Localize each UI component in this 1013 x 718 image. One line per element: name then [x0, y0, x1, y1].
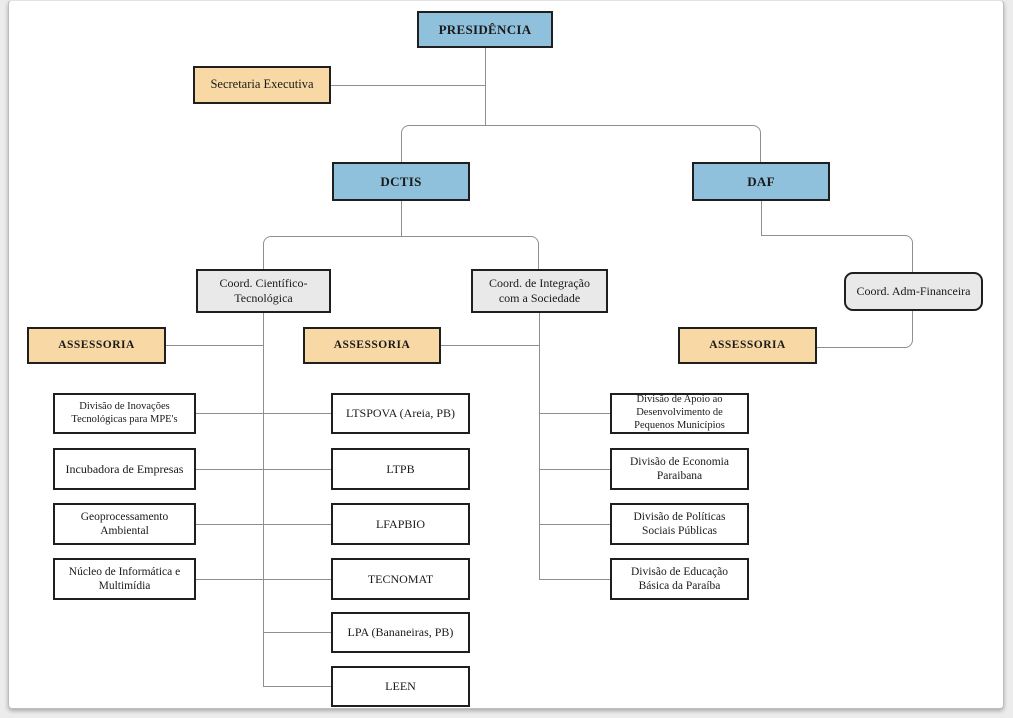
connector-split-departments [401, 125, 761, 162]
connector-line [263, 632, 331, 633]
node-coord-integracao-sociedade: Coord. de Integração com a Sociedade [471, 269, 608, 313]
node-lpa: LPA (Bananeiras, PB) [331, 612, 470, 653]
connector-line [539, 524, 610, 525]
node-assessoria-sociedade: ASSESSORIA [303, 327, 441, 364]
connector-line [263, 469, 331, 470]
connector-line [196, 524, 263, 525]
connector-line [196, 579, 263, 580]
connector-line [196, 469, 263, 470]
node-divisao-economia-paraibana: Divisão de Economia Paraibana [610, 448, 749, 490]
node-dctis: DCTIS [332, 162, 470, 201]
connector-line [539, 579, 610, 580]
connector-daf-to-adm [761, 235, 913, 272]
node-daf: DAF [692, 162, 830, 201]
connector-sociedade-spine [539, 313, 540, 579]
node-assessoria-cientifico: ASSESSORIA [27, 327, 166, 364]
connector-assessoria2-link [441, 345, 539, 346]
connector-split-coordinations [263, 236, 539, 269]
connector-line [539, 469, 610, 470]
node-coord-adm-financeira: Coord. Adm-Financeira [844, 272, 983, 311]
connector-presidencia-stem [485, 48, 486, 125]
node-secretaria-executiva: Secretaria Executiva [193, 66, 331, 104]
node-nucleo-informatica-multimidia: Núcleo de Informática e Multimídia [53, 558, 196, 600]
connector-adm-to-assessoria3 [817, 311, 913, 348]
connector-line [263, 413, 331, 414]
node-tecnomat: TECNOMAT [331, 558, 470, 600]
node-divisao-apoio-municipios: Divisão de Apoio ao Desenvolvimento de P… [610, 393, 749, 434]
connector-assessoria1-link [166, 345, 263, 346]
node-lfapbio: LFAPBIO [331, 503, 470, 545]
node-divisao-inovacoes-mpes: Divisão de Inovações Tecnológicas para M… [53, 393, 196, 434]
connector-line [196, 413, 263, 414]
connector-line [263, 524, 331, 525]
node-divisao-politicas-sociais: Divisão de Políticas Sociais Públicas [610, 503, 749, 545]
node-divisao-educacao-basica: Divisão de Educação Básica da Paraíba [610, 558, 749, 600]
node-leen: LEEN [331, 666, 470, 707]
connector-cientifico-spine [263, 313, 264, 686]
node-presidencia: PRESIDÊNCIA [417, 11, 553, 48]
node-geoprocessamento-ambiental: Geoprocessamento Ambiental [53, 503, 196, 545]
connector-line [539, 413, 610, 414]
node-assessoria-adm: ASSESSORIA [678, 327, 817, 364]
node-coord-cientifico-tecnologica: Coord. Científico-Tecnológica [196, 269, 331, 313]
connector-line [263, 686, 331, 687]
node-incubadora-empresas: Incubadora de Empresas [53, 448, 196, 490]
connector-dctis-stem [401, 201, 402, 236]
connector-line [263, 579, 331, 580]
connector-secretaria-link [331, 85, 485, 86]
connector-daf-stem [761, 201, 762, 235]
node-ltpb: LTPB [331, 448, 470, 490]
node-ltspova: LTSPOVA (Areia, PB) [331, 393, 470, 434]
